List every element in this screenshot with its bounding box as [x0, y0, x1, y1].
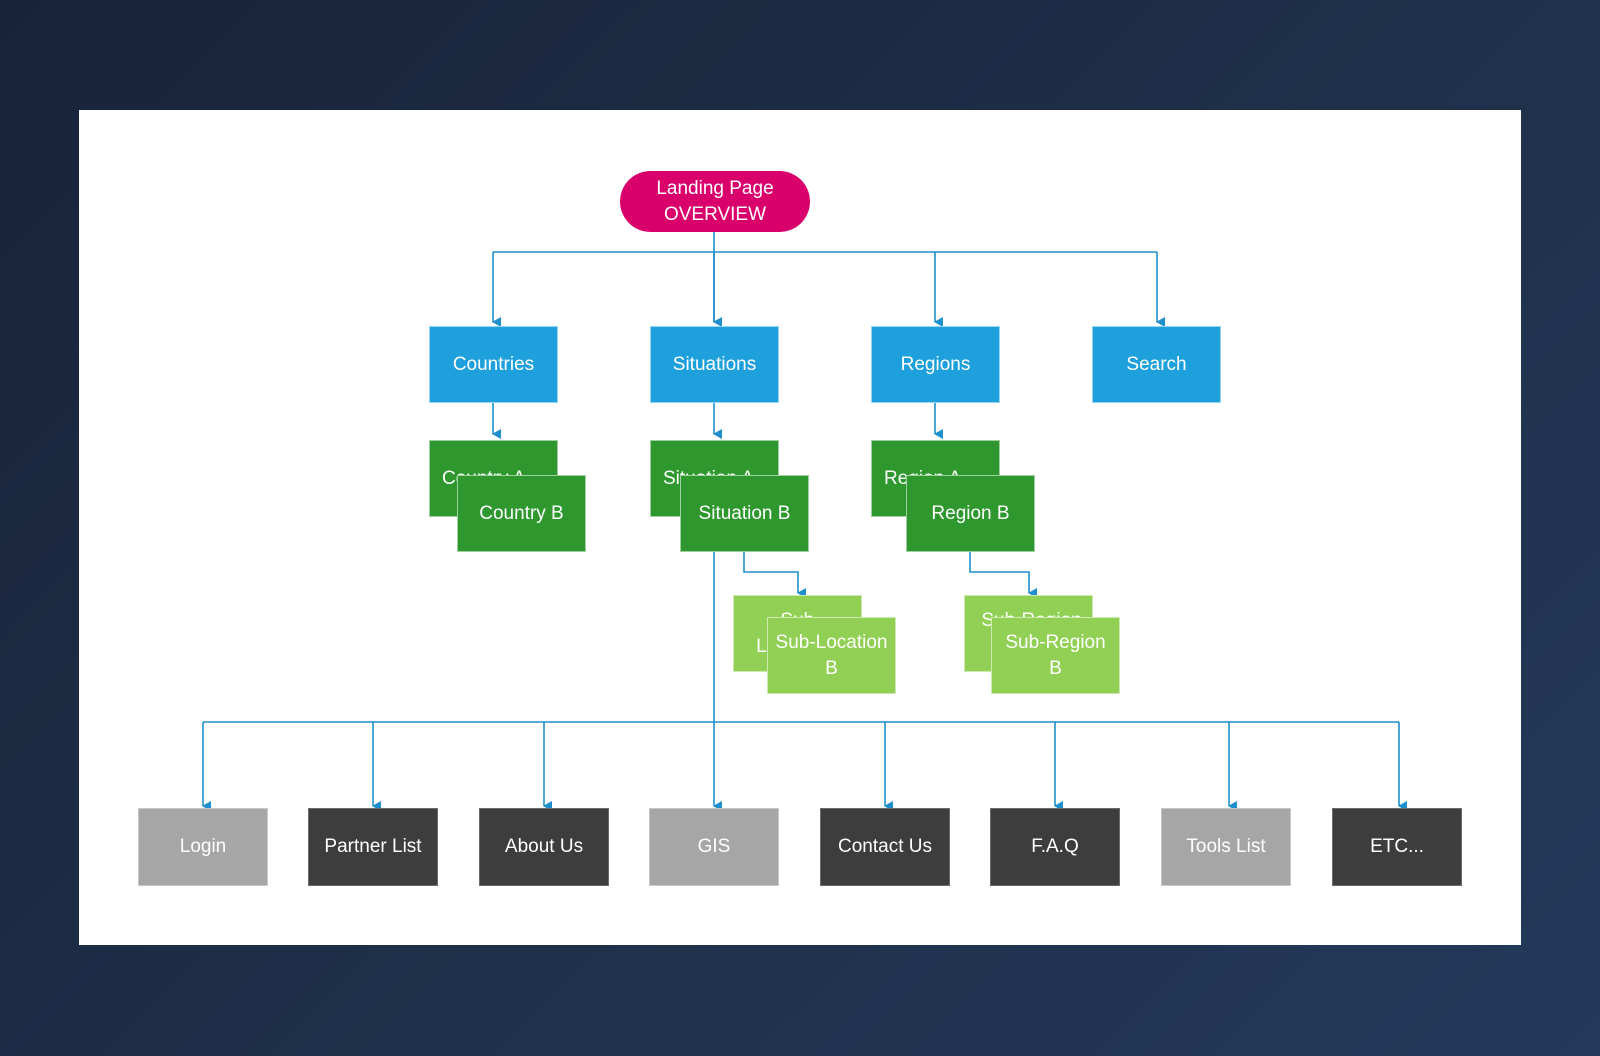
faq-node[interactable]: F.A.Q — [990, 808, 1120, 886]
gis-node[interactable]: GIS — [649, 808, 779, 886]
etc-node[interactable]: ETC... — [1332, 808, 1462, 886]
regions-node[interactable]: Regions — [871, 326, 1000, 403]
sub-location-b-node[interactable]: Sub-Location B — [767, 617, 896, 694]
landing-page-node[interactable]: Landing Page OVERVIEW — [620, 171, 810, 232]
partner-list-node[interactable]: Partner List — [308, 808, 438, 886]
connector-lines — [202, 231, 1407, 811]
login-node[interactable]: Login — [138, 808, 268, 886]
countries-node[interactable]: Countries — [429, 326, 558, 403]
sitemap-canvas: Landing Page OVERVIEW Countries Situatio… — [79, 110, 1521, 945]
situations-node[interactable]: Situations — [650, 326, 779, 403]
sub-region-b-node[interactable]: Sub-Region B — [991, 617, 1120, 694]
landing-page-title: Landing Page — [656, 177, 774, 199]
situation-b-node[interactable]: Situation B — [680, 475, 809, 552]
search-node[interactable]: Search — [1092, 326, 1221, 403]
about-us-node[interactable]: About Us — [479, 808, 609, 886]
region-b-node[interactable]: Region B — [906, 475, 1035, 552]
landing-page-subtitle: OVERVIEW — [663, 203, 767, 225]
country-b-node[interactable]: Country B — [457, 475, 586, 552]
tools-list-node[interactable]: Tools List — [1161, 808, 1291, 886]
contact-us-node[interactable]: Contact Us — [820, 808, 950, 886]
